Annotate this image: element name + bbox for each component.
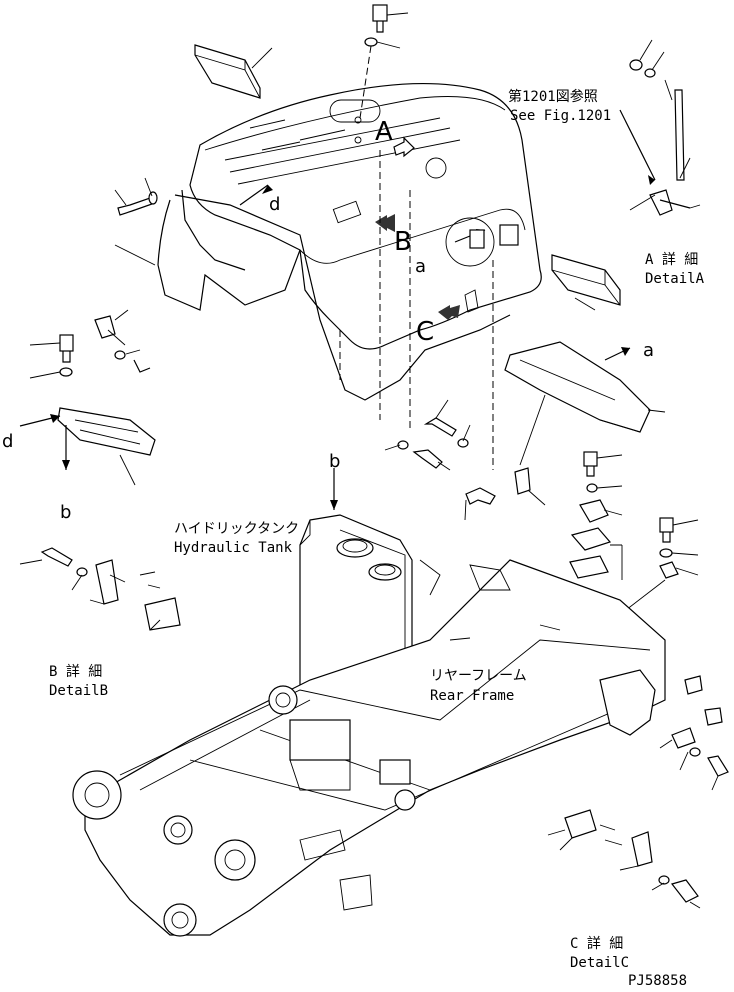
bolt-left	[114, 177, 158, 216]
callout-a-lower-cover: a	[643, 340, 654, 361]
callout-a-lower-hood: a	[415, 256, 426, 277]
ref-label-jp: 第1201図参照	[508, 88, 598, 105]
detail-b-drawing	[19, 547, 181, 631]
rear-frame	[72, 559, 666, 937]
detail-b-title-jp: B 詳 細	[49, 664, 102, 680]
detail-b-title-en: DetailB	[49, 683, 108, 699]
side-cover	[504, 341, 666, 466]
hood-callouts	[239, 136, 519, 320]
detail-c-title-jp: C 詳 細	[570, 936, 623, 952]
bolts-right	[569, 451, 699, 641]
callout-c-upper: C	[416, 317, 434, 347]
detail-c-title-en: DetailC	[570, 955, 629, 971]
ref-label-en: See Fig.1201	[510, 108, 611, 124]
detail-a-title-en: DetailA	[645, 271, 705, 287]
callout-a-upper: A	[375, 117, 393, 147]
callout-b-lower-detail: b	[60, 502, 71, 523]
callout-b-lower-tank: b	[329, 451, 340, 472]
bolt-top	[359, 4, 409, 119]
hydraulic-tank-label-en: Hydraulic Tank	[174, 540, 293, 556]
callout-d-lower-detail: d	[2, 431, 13, 452]
block-right	[551, 254, 621, 311]
bolts-frame-right	[659, 675, 729, 791]
detail-a-drawing	[619, 39, 701, 216]
detail-c-drawing	[547, 809, 701, 909]
drawing-code: PJ58858	[628, 973, 687, 989]
rear-frame-label-jp: リヤーフレーム	[430, 668, 527, 684]
detail-d-drawing	[19, 309, 156, 486]
detail-a-title-jp: A 詳 細	[645, 252, 698, 268]
hydraulic-tank-label-jp: ハイドリックタンク	[174, 521, 299, 537]
callout-b-upper: B	[394, 227, 412, 257]
guard-rail	[114, 189, 511, 401]
bolts-middle	[384, 399, 546, 521]
callout-d-lower-hood: d	[269, 194, 280, 215]
guide-lines	[339, 150, 494, 470]
block-left	[194, 44, 273, 99]
engine-hood	[189, 83, 542, 350]
rear-frame-label-en: Rear Frame	[430, 688, 514, 704]
